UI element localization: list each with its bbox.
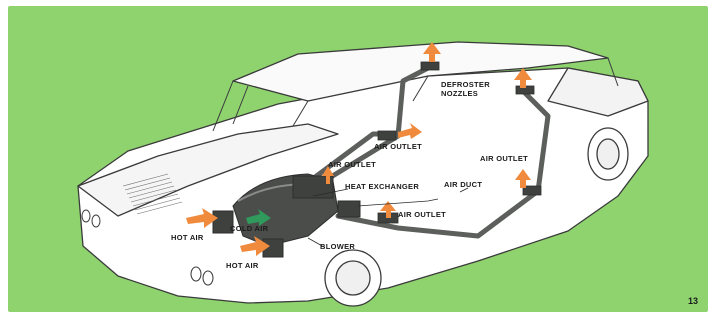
arrow-outlet-bottom: [380, 201, 396, 218]
label-hot-air-bottom: HOT AIR: [226, 261, 259, 270]
arrow-outlet-top: [398, 123, 422, 139]
window-lines: [212, 57, 619, 132]
label-blower: BLOWER: [320, 242, 356, 251]
arrow-hot-air-left: [186, 208, 218, 228]
label-air-outlet-mid: AIR OUTLET: [328, 160, 376, 169]
heat-exchanger-assembly: [212, 173, 361, 258]
page-number: 13: [687, 296, 698, 306]
car-body: [77, 41, 649, 304]
label-air-outlet-top: AIR OUTLET: [374, 142, 422, 151]
arrow-outlet-mid: [322, 166, 334, 184]
label-heat-exchanger: HEAT EXCHANGER: [345, 182, 420, 191]
headlights: [81, 209, 214, 286]
arrow-defroster-right: [514, 68, 532, 88]
label-air-duct: AIR DUCT: [444, 180, 483, 189]
front-grille: [122, 173, 183, 215]
diagram-panel: DEFROSTER NOZZLES AIR OUTLET AIR OUTLET …: [8, 6, 708, 312]
label-cold-air: COLD AIR: [230, 224, 269, 233]
label-air-outlet-right: AIR OUTLET: [480, 154, 528, 163]
label-hot-air-left: HOT AIR: [171, 233, 204, 242]
leader-lines: [307, 187, 469, 248]
hot-air-arrows: [186, 42, 532, 256]
car-heating-diagram: [8, 6, 708, 312]
label-defroster-nozzles: DEFROSTER NOZZLES: [441, 80, 490, 98]
arrow-hot-air-bottom: [240, 236, 270, 256]
label-air-outlet-bottom: AIR OUTLET: [398, 210, 446, 219]
wheels: [324, 127, 629, 307]
arrow-outlet-right: [515, 169, 531, 188]
arrow-cold-air: [246, 209, 271, 226]
arrow-defroster-left: [423, 42, 441, 62]
